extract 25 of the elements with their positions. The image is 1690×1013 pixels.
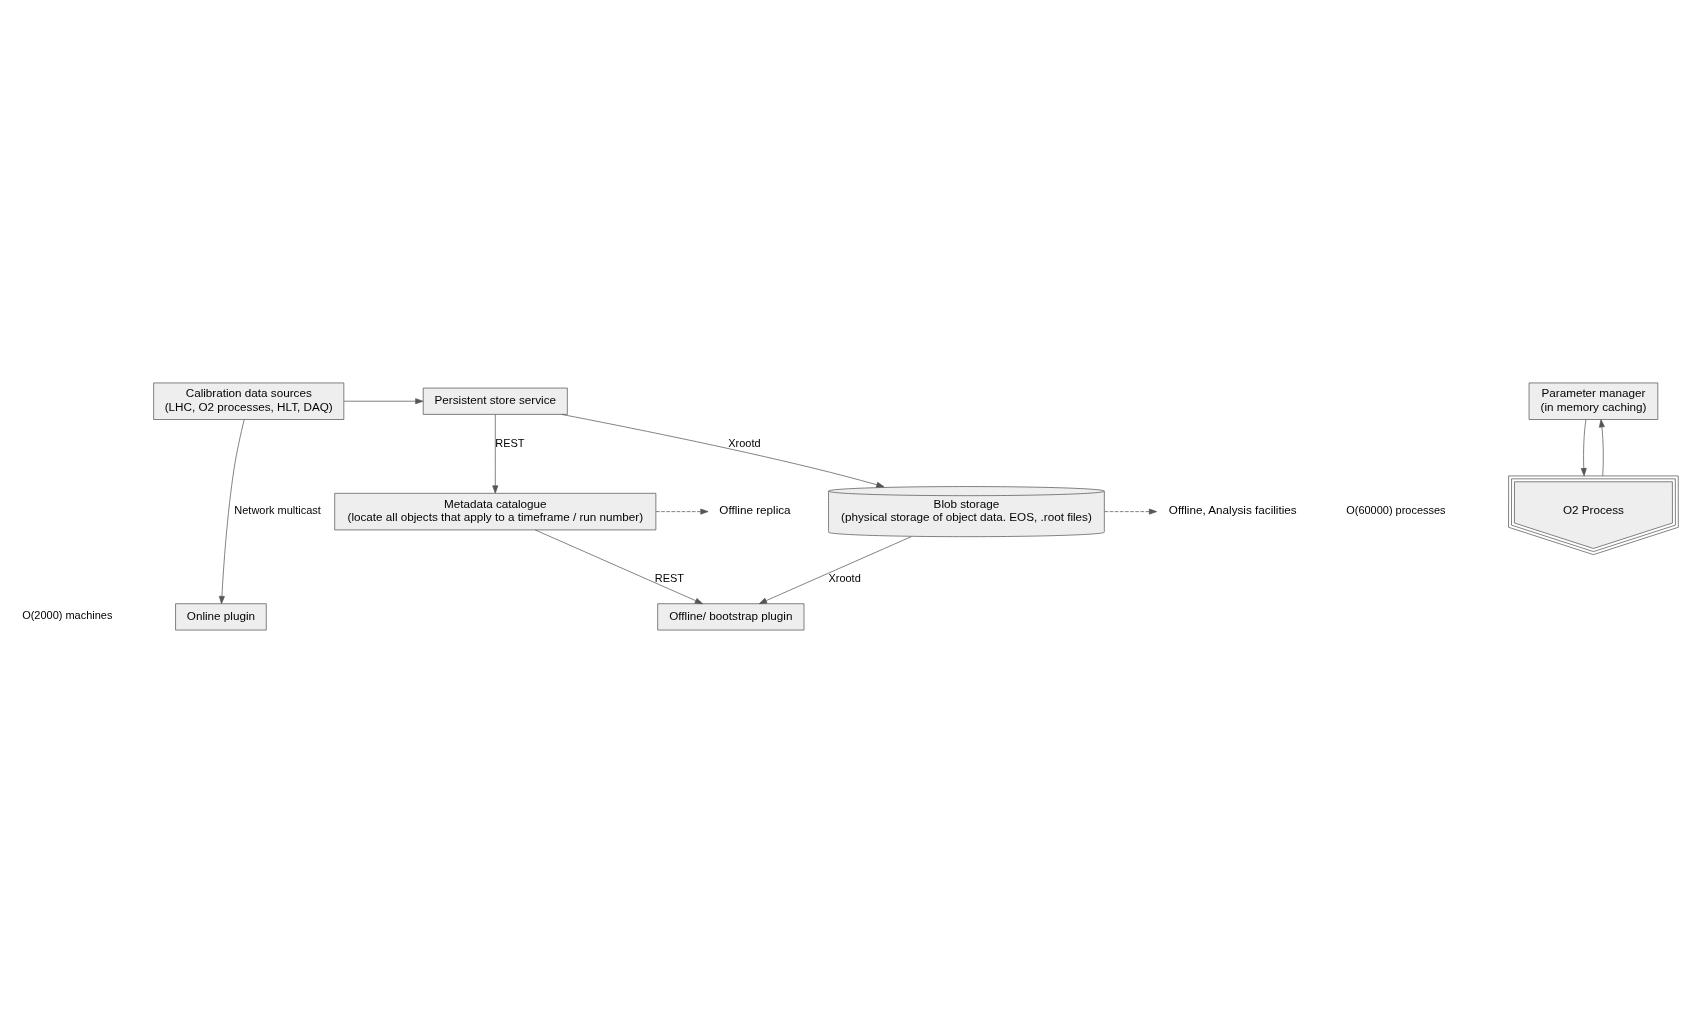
arrow [534, 529, 703, 605]
arrow [492, 414, 499, 494]
arrow [343, 398, 424, 405]
node-box: Online plugin [175, 603, 267, 631]
arrow [758, 536, 912, 604]
arrow [1104, 508, 1157, 515]
arrow [1580, 419, 1587, 477]
edge-label: REST [654, 571, 685, 584]
node-text: Offline, Analysis facilities [1168, 503, 1297, 517]
edge-label: Xrootd [728, 436, 761, 449]
node-box: Calibration data sources (LHC, O2 processes, HLT, DAQ) [153, 382, 345, 420]
edge-label: Network multicast [234, 504, 321, 517]
arrow [218, 419, 245, 605]
edge-label: Xrootd [828, 571, 861, 584]
node-box: Offline/ bootstrap plugin [657, 603, 805, 631]
node-box: Metadata catalogue (locate all objects that apply to a timeframe / run number) [334, 492, 657, 531]
node-box: Persistent store service [422, 387, 568, 415]
arrow [1599, 419, 1605, 477]
node-box: Parameter manager (in memory caching) [1528, 382, 1659, 420]
edge-label: REST [495, 436, 525, 449]
label: O(2000) machines [22, 609, 113, 622]
arrow [561, 414, 885, 488]
label: O(60000) processes [1346, 504, 1446, 517]
node-text: Offline replica [719, 503, 791, 517]
arrow [655, 508, 709, 515]
